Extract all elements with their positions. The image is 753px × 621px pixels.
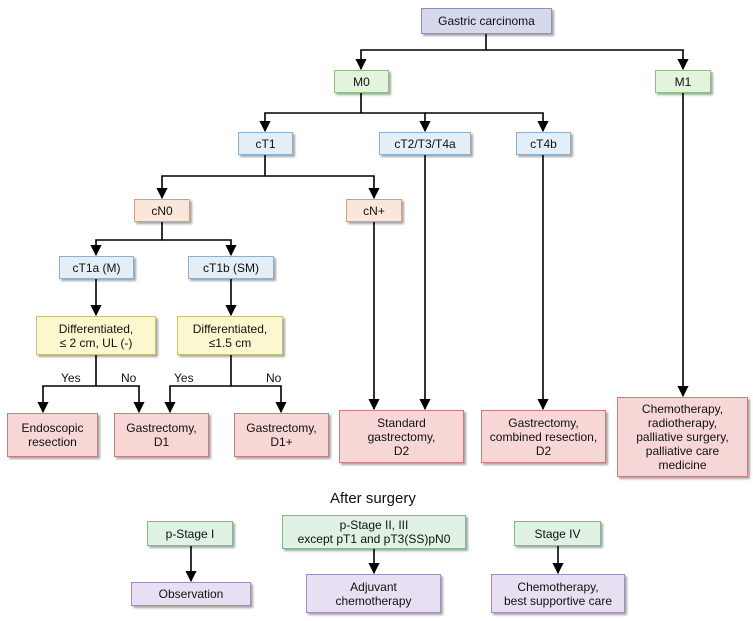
- edge-cn0-to-ct1a: [90, 222, 163, 257]
- label-yes-1: Yes: [61, 371, 81, 385]
- edge-ct1-to-cnplus: [265, 175, 380, 200]
- node-m0: M0: [334, 70, 389, 93]
- node-p-stage-2-3: p-Stage II, III except pT1 and pT3(SS)pN…: [282, 515, 466, 549]
- after-surgery-heading: After surgery: [330, 490, 416, 507]
- node-observation: Observation: [131, 582, 251, 606]
- node-differentiated-2cm: Differentiated, ≤ 2 cm, UL (-): [36, 316, 156, 355]
- node-ct2-t3-t4a: cT2/T3/T4a: [379, 132, 471, 155]
- node-ct1b: cT1b (SM): [188, 256, 274, 279]
- node-endoscopic-resection: Endoscopic resection: [7, 413, 98, 457]
- edge-diff1-no: [96, 385, 145, 414]
- edge-cn0-to-ct1b: [162, 239, 237, 257]
- node-gastrectomy-d1: Gastrectomy, D1: [114, 413, 209, 457]
- edge-m0-to-ct2: [361, 112, 431, 133]
- label-no-2: No: [266, 371, 282, 385]
- node-adjuvant-chemotherapy: Adjuvant chemotherapy: [306, 574, 441, 613]
- node-cn-plus: cN+: [346, 199, 402, 222]
- node-cn0: cN0: [134, 199, 190, 222]
- label-no-1: No: [121, 371, 137, 385]
- node-gastric-carcinoma: Gastric carcinoma: [421, 8, 552, 34]
- node-standard-gastrectomy: Standard gastrectomy, D2: [339, 410, 464, 463]
- node-gastrectomy-d1-plus: Gastrectomy, D1+: [234, 413, 329, 457]
- node-chemotherapy-best-supportive-care: Chemotherapy, best supportive care: [491, 574, 625, 613]
- edge-m0-to-ct4b: [425, 112, 549, 133]
- node-ct1a: cT1a (M): [59, 256, 134, 279]
- node-p-stage-1: p-Stage I: [147, 521, 233, 546]
- edge-m0-to-ct1: [259, 93, 362, 133]
- node-ct4b: cT4b: [516, 132, 571, 155]
- edge-diff2-yes: [164, 355, 232, 414]
- label-yes-2: Yes: [174, 371, 194, 385]
- node-stage-4: Stage IV: [514, 521, 601, 546]
- node-chemotherapy-m1: Chemotherapy, radiotherapy, palliative s…: [617, 397, 748, 477]
- edge-gastric-to-m1: [486, 49, 689, 71]
- edge-diff2-no: [231, 385, 287, 414]
- edge-ct1-to-cn0: [156, 155, 266, 200]
- node-ct1: cT1: [238, 132, 293, 155]
- edge-diff1-yes: [37, 355, 97, 414]
- node-gastrectomy-combined-resection: Gastrectomy, combined resection, D2: [481, 410, 606, 463]
- node-m1: M1: [655, 70, 711, 93]
- edge-gastric-to-m0: [355, 34, 487, 71]
- node-differentiated-1-5cm: Differentiated, ≤1.5 cm: [177, 316, 283, 355]
